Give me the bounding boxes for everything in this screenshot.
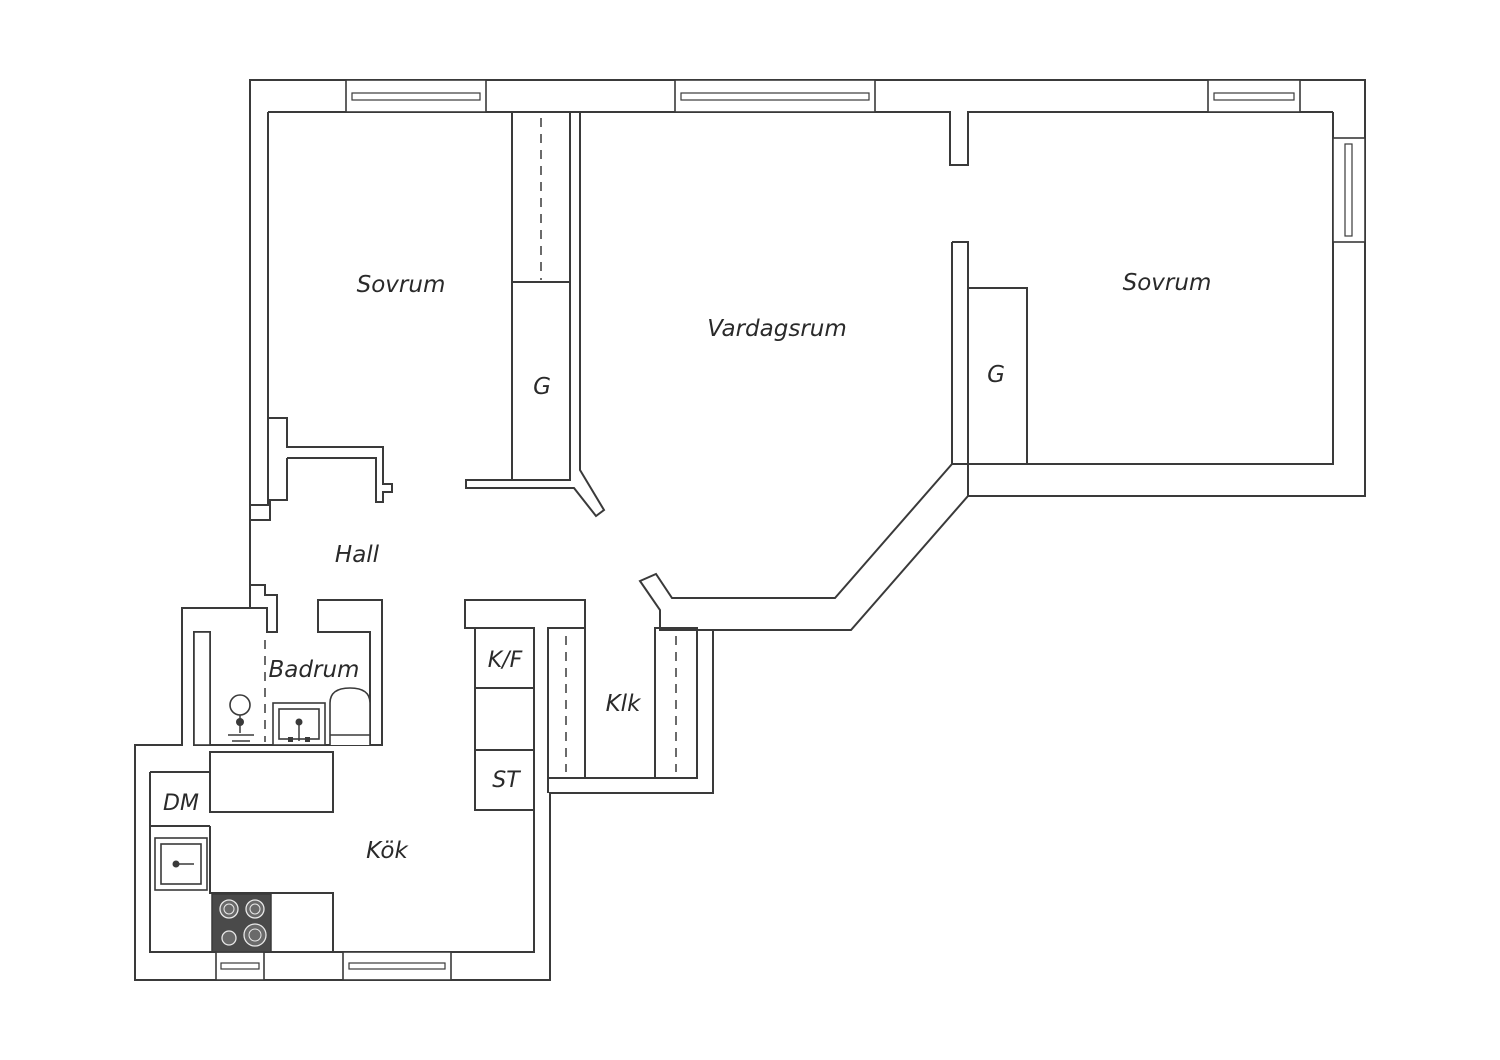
label-walk-in-closet: Klk — [606, 691, 642, 717]
window-bottom-left — [215, 951, 265, 981]
window-bottom-kitchen — [342, 951, 452, 981]
label-kitchen: Kök — [366, 838, 409, 864]
label-living-room: Vardagsrum — [707, 316, 847, 342]
fixtures — [154, 687, 371, 953]
label-wardrobe-right: G — [987, 362, 1005, 388]
label-bedroom-right: Sovrum — [1123, 270, 1212, 296]
label-wardrobe-left: G — [533, 374, 551, 400]
bathroom-sink-icon — [272, 702, 326, 746]
window-right-side — [1332, 137, 1366, 243]
label-fridge-freezer: K/F — [488, 648, 523, 673]
window-top-right — [1207, 79, 1301, 113]
window-bathroom — [193, 631, 211, 746]
room-labels: Sovrum G Vardagsrum Sovrum G Hall Badrum… — [163, 270, 1211, 864]
label-bedroom-left: Sovrum — [357, 272, 446, 298]
shower-icon — [228, 694, 254, 742]
windows — [193, 79, 1366, 981]
label-bathroom: Badrum — [269, 657, 360, 683]
interior-walls — [149, 111, 1334, 953]
window-top-center — [674, 79, 876, 113]
outer-walls — [134, 79, 1366, 981]
window-top-left — [345, 79, 487, 113]
kitchen-sink-icon — [154, 837, 208, 891]
label-storage: ST — [492, 768, 521, 793]
stove-icon — [211, 893, 272, 953]
label-hall: Hall — [335, 542, 380, 568]
toilet-icon — [329, 687, 371, 745]
label-dishwasher: DM — [163, 791, 199, 816]
